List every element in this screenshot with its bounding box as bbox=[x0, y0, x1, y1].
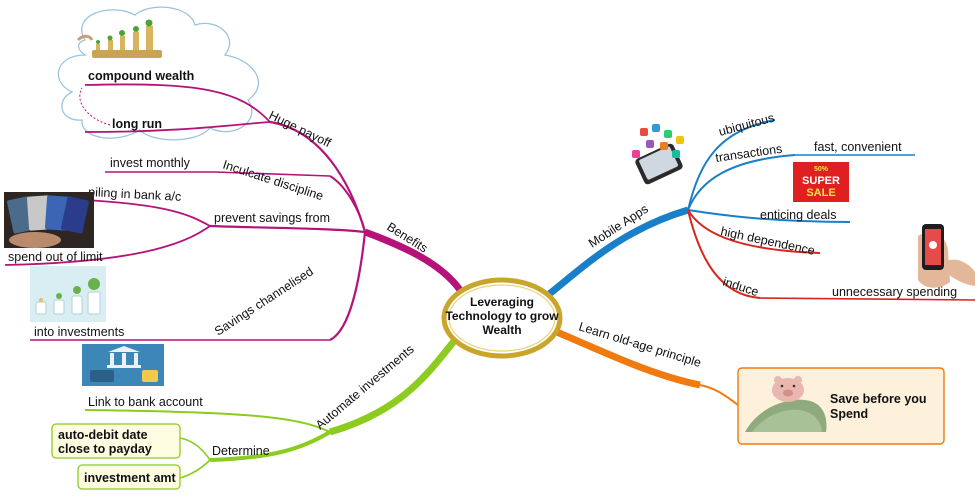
into-investments-label: into investments bbox=[34, 325, 124, 339]
determine-label: Determine bbox=[212, 444, 270, 458]
note-line2: Spend bbox=[830, 407, 868, 421]
long-run-label: long run bbox=[112, 117, 162, 131]
center-line2: Technology to grow bbox=[445, 309, 559, 323]
mobile-branch bbox=[545, 119, 915, 298]
auto-debit-line2: close to payday bbox=[58, 442, 152, 456]
sale-main1-text: SUPER bbox=[802, 175, 840, 187]
savings-channelised-label: Savings channelised bbox=[212, 264, 316, 338]
learn-principle-label: Learn old-age principle bbox=[577, 319, 703, 370]
center-line3: Wealth bbox=[482, 323, 521, 337]
bank-transfer-icon bbox=[82, 344, 164, 386]
piling-bank-label: piling in bank a/c bbox=[88, 185, 182, 204]
center-line1: Leveraging bbox=[470, 295, 534, 309]
unnecessary-spending-label: unnecessary spending bbox=[832, 285, 957, 299]
plant-savings-icon bbox=[30, 266, 106, 322]
investment-amt-label: investment amt bbox=[84, 471, 177, 485]
investment-amt-box: investment amt bbox=[77, 464, 181, 490]
induce-label: induce bbox=[721, 275, 760, 300]
automate-branch bbox=[84, 337, 458, 479]
link-bank-account-label: Link to bank account bbox=[88, 395, 203, 409]
central-topic: Leveraging Technology to grow Wealth bbox=[441, 277, 563, 359]
piggy-bank-money-icon bbox=[745, 376, 827, 432]
growing-coins-icon bbox=[76, 19, 162, 58]
ubiquitous-label: ubiquitous bbox=[717, 111, 776, 139]
fast-convenient-label: fast, convenient bbox=[814, 140, 902, 154]
sale-main2-text: SALE bbox=[806, 187, 835, 199]
inculcate-discipline-label: Inculcate discipline bbox=[221, 158, 325, 204]
long-run-dashed-link bbox=[79, 87, 111, 126]
huge-payoff-label: Huge payoff bbox=[267, 108, 334, 150]
credit-cards-icon bbox=[4, 192, 94, 248]
mobile-red-subbranch bbox=[687, 209, 976, 301]
benefits-branch bbox=[4, 83, 463, 341]
phone-shopping-icon bbox=[918, 224, 975, 288]
auto-debit-box: auto-debit date close to payday bbox=[51, 423, 181, 459]
compound-wealth-label: compound wealth bbox=[88, 69, 194, 83]
auto-debit-line1: auto-debit date bbox=[58, 428, 148, 442]
learn-branch bbox=[550, 326, 739, 406]
save-before-spend-box: Save before you Spend bbox=[737, 367, 945, 445]
super-sale-icon: 50% SUPER SALE bbox=[790, 158, 852, 206]
note-line1: Save before you bbox=[830, 392, 927, 406]
sale-top-text: 50% bbox=[814, 166, 829, 173]
prevent-savings-label: prevent savings from bbox=[214, 211, 330, 225]
smartphone-apps-icon bbox=[632, 124, 684, 185]
enticing-deals-label: enticing deals bbox=[760, 208, 836, 222]
spend-out-of-limit-label: spend out of limit bbox=[8, 250, 103, 264]
invest-monthly-label: invest monthly bbox=[110, 156, 191, 170]
